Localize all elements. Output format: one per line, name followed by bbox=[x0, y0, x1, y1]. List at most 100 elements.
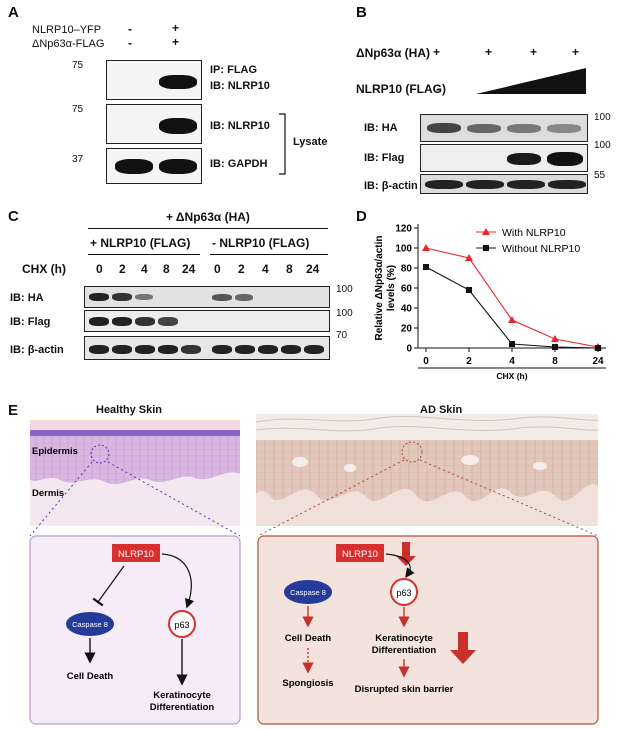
panel-b-letter: B bbox=[356, 4, 367, 21]
blot-band bbox=[466, 180, 504, 189]
group-label-with-nlrp10: + NLRP10 (FLAG) bbox=[90, 236, 191, 250]
time-label: 0 bbox=[214, 262, 221, 276]
p63-label: p63 bbox=[174, 620, 189, 630]
spongiosis-label: Spongiosis bbox=[282, 678, 333, 689]
time-label: 4 bbox=[141, 262, 148, 276]
blot-label: IB: β-actin bbox=[10, 344, 64, 356]
group-label-without-nlrp10: - NLRP10 (FLAG) bbox=[212, 236, 310, 250]
time-label: 2 bbox=[238, 262, 245, 276]
legend-marker bbox=[482, 228, 490, 235]
blot-band bbox=[159, 159, 197, 174]
nlrp10-label: NLRP10 bbox=[118, 549, 154, 560]
blot-band bbox=[281, 345, 301, 354]
panel-a-letter: A bbox=[8, 4, 19, 21]
time-label: 8 bbox=[286, 262, 293, 276]
blot-band bbox=[112, 345, 132, 354]
blot-label: IB: Flag bbox=[364, 152, 405, 164]
ad-mechanism-box: NLRP10 Caspase 8 p63 Cell Death Spongios… bbox=[257, 535, 599, 725]
cell-death-label: Cell Death bbox=[67, 671, 114, 682]
p63-node bbox=[168, 610, 196, 638]
mw-marker: 55 bbox=[594, 170, 606, 181]
data-point bbox=[465, 254, 473, 261]
blot-ha-chx bbox=[84, 286, 330, 308]
data-point bbox=[423, 264, 429, 270]
y-axis-title: Relative ΔNp63α/actin bbox=[374, 235, 385, 340]
sign: - bbox=[436, 82, 440, 96]
differentiation-label: Differentiation bbox=[150, 702, 215, 713]
mw-marker: 100 bbox=[594, 112, 611, 123]
zoom-line bbox=[29, 461, 93, 537]
data-point bbox=[508, 316, 516, 323]
blot-label: IB: NLRP10 bbox=[210, 120, 270, 132]
blot-band bbox=[159, 75, 197, 89]
blot-band bbox=[181, 345, 201, 354]
p63-label: p63 bbox=[396, 588, 411, 598]
y-tick-label: 20 bbox=[401, 324, 413, 335]
keratinocyte-label: Keratinocyte bbox=[153, 690, 211, 701]
series-line bbox=[425, 247, 599, 348]
blot-beta-actin bbox=[420, 174, 588, 194]
blot-ha bbox=[420, 114, 588, 142]
lysate-bracket bbox=[279, 113, 286, 175]
ad-skin-tissue bbox=[255, 414, 599, 526]
y-tick-label: 40 bbox=[401, 304, 413, 315]
lane1-sign: - bbox=[128, 22, 132, 36]
nlrp10-node bbox=[336, 544, 384, 562]
blot-band bbox=[159, 118, 197, 134]
blot-band bbox=[548, 180, 586, 189]
panel-e-letter: E bbox=[8, 402, 19, 419]
healthy-skin-tissue bbox=[30, 420, 240, 526]
panel-d-letter: D bbox=[356, 208, 367, 225]
y-tick-label: 60 bbox=[401, 284, 413, 295]
blot-label: IB: Flag bbox=[10, 316, 51, 328]
caspase-8-label: Caspase 8 bbox=[72, 620, 108, 629]
blot-ip-flag bbox=[106, 60, 202, 100]
mw-marker: 75 bbox=[72, 60, 84, 71]
lysate-label: Lysate bbox=[293, 136, 328, 148]
row-label-nlrp10-yfp: NLRP10–YFP bbox=[32, 24, 102, 36]
x-tick-label: 24 bbox=[592, 356, 604, 367]
lane2-sign: + bbox=[172, 21, 180, 35]
time-label: 24 bbox=[182, 262, 196, 276]
group-underline bbox=[210, 254, 328, 255]
blot-band bbox=[112, 317, 132, 326]
epidermis-label: Epidermis bbox=[32, 446, 78, 457]
blot-band bbox=[89, 317, 109, 326]
x-axis-title: CHX (h) bbox=[496, 371, 527, 381]
disrupted-barrier-label: Disrupted skin barrier bbox=[355, 684, 454, 695]
blot-label: IB: HA bbox=[364, 122, 398, 134]
blot-band bbox=[89, 293, 109, 301]
healthy-skin-title: Healthy Skin bbox=[96, 404, 163, 416]
blot-band bbox=[304, 345, 324, 354]
keratinocyte-label: Keratinocyte bbox=[375, 633, 433, 644]
mw-marker: 75 bbox=[72, 104, 84, 115]
panel-c-letter: C bbox=[8, 208, 19, 225]
dermis-label: Dermis bbox=[32, 488, 64, 499]
blot-band bbox=[135, 345, 155, 354]
caspase-8-node bbox=[66, 612, 114, 636]
legend-label: With NLRP10 bbox=[502, 227, 566, 239]
row-label-dnp63a-flag: ΔNp63α-FLAG bbox=[32, 38, 105, 50]
dose-gradient-wedge bbox=[476, 68, 586, 94]
blot-band bbox=[467, 124, 501, 133]
data-point bbox=[552, 344, 558, 350]
y-tick-label: 120 bbox=[395, 224, 412, 235]
y-axis-title: levels (%) bbox=[386, 265, 397, 311]
blot-band bbox=[112, 293, 132, 301]
data-point bbox=[422, 244, 430, 251]
zoom-line bbox=[107, 461, 241, 537]
x-tick-label: 4 bbox=[509, 356, 515, 367]
y-tick-label: 80 bbox=[401, 264, 413, 275]
data-point bbox=[551, 335, 559, 342]
p63-node bbox=[390, 578, 418, 606]
sign: + bbox=[485, 45, 493, 59]
blot-band bbox=[547, 152, 583, 166]
blot-band bbox=[235, 294, 253, 301]
blot-band bbox=[427, 123, 461, 133]
blot-label: IB: β-actin bbox=[364, 180, 418, 192]
caspase-8-node bbox=[284, 580, 332, 604]
cell-death-label: Cell Death bbox=[285, 633, 332, 644]
blot-band bbox=[235, 345, 255, 354]
time-label: 2 bbox=[119, 262, 126, 276]
